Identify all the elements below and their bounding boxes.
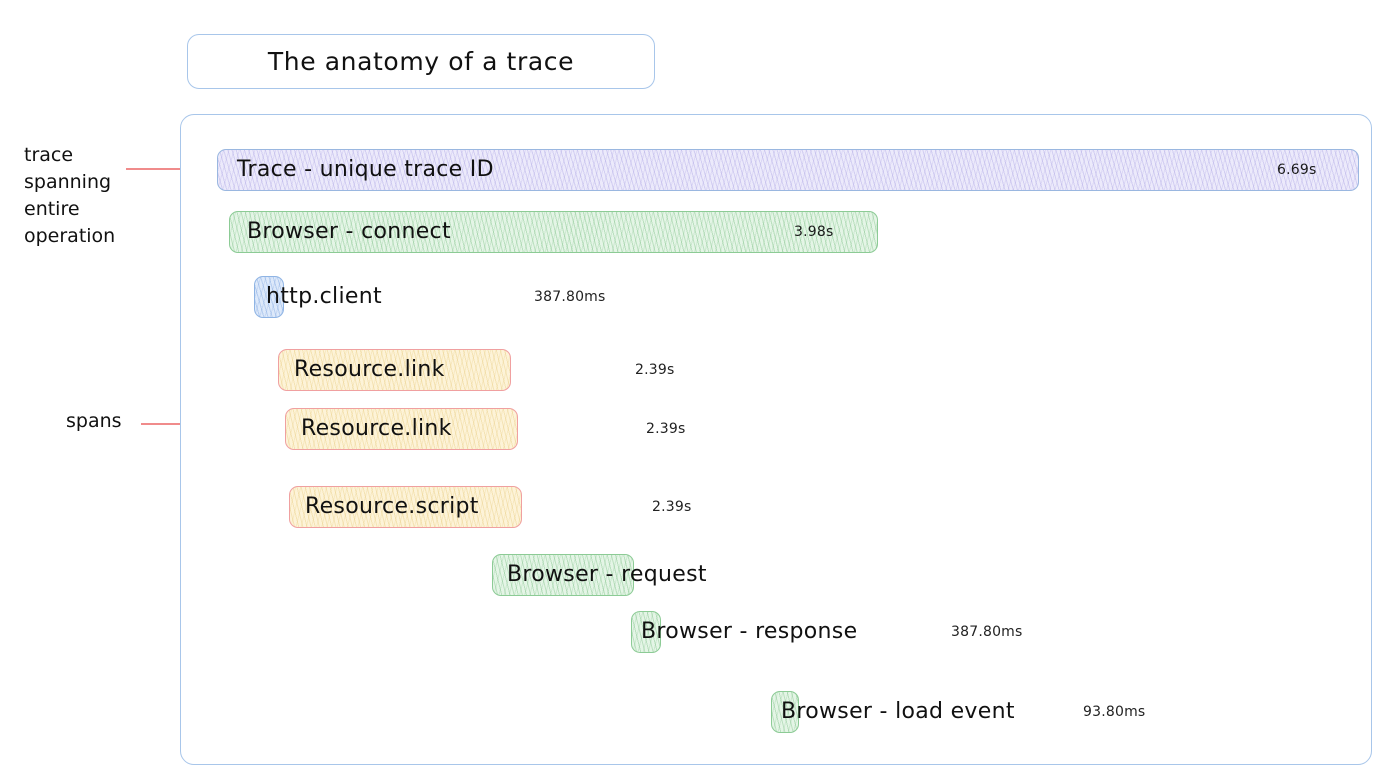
annotation-spans-leader-line [141,423,213,425]
span-row[interactable]: Browser - response 387.80ms [181,611,1371,653]
span-duration: 93.80ms [1083,704,1146,720]
span-label: Resource.link [301,416,452,441]
span-duration: 6.69s [1277,162,1317,178]
span-row[interactable]: Resource.link 2.39s [181,408,1371,450]
span-label: Browser - request [507,562,707,587]
span-bar-resource[interactable] [289,486,522,528]
diagram-title-card: The anatomy of a trace [187,34,655,89]
span-bar-http[interactable] [254,276,284,318]
span-bar-browser[interactable] [492,554,634,596]
page-title: The anatomy of a trace [267,47,575,76]
span-duration: 2.39s [646,421,686,437]
annotation-spans-label: spans [66,410,122,432]
annotation-trace-leader-line [126,168,212,170]
span-bar-browser[interactable] [631,611,661,653]
span-bar-browser[interactable] [229,211,878,253]
span-label: Browser - load event [781,699,1015,724]
span-label: Browser - connect [247,219,451,244]
span-row[interactable]: Resource.link 2.39s [181,349,1371,391]
span-label: Resource.link [294,357,445,382]
span-bar-resource[interactable] [285,408,518,450]
span-bar-browser[interactable] [771,691,799,733]
span-row[interactable]: Browser - connect 3.98s [181,211,1371,253]
span-duration: 2.39s [635,362,675,378]
span-duration: 387.80ms [951,624,1023,640]
span-row[interactable]: Trace - unique trace ID 6.69s [181,149,1371,191]
span-bar-resource[interactable] [278,349,511,391]
span-row[interactable]: Browser - request [181,554,1371,596]
span-duration: 2.39s [652,499,692,515]
span-label: Trace - unique trace ID [237,157,494,182]
span-label: Browser - response [641,619,858,644]
span-duration: 387.80ms [534,289,606,305]
span-bar-trace[interactable] [217,149,1359,191]
span-label: Resource.script [305,494,479,519]
annotation-trace-spanning-label: trace spanning entire operation [24,144,116,247]
span-row[interactable]: Browser - load event 93.80ms [181,691,1371,733]
span-label: http.client [266,284,382,309]
span-row[interactable]: Resource.script 2.39s [181,486,1371,528]
span-duration: 3.98s [794,224,834,240]
span-row[interactable]: http.client 387.80ms [181,276,1371,318]
